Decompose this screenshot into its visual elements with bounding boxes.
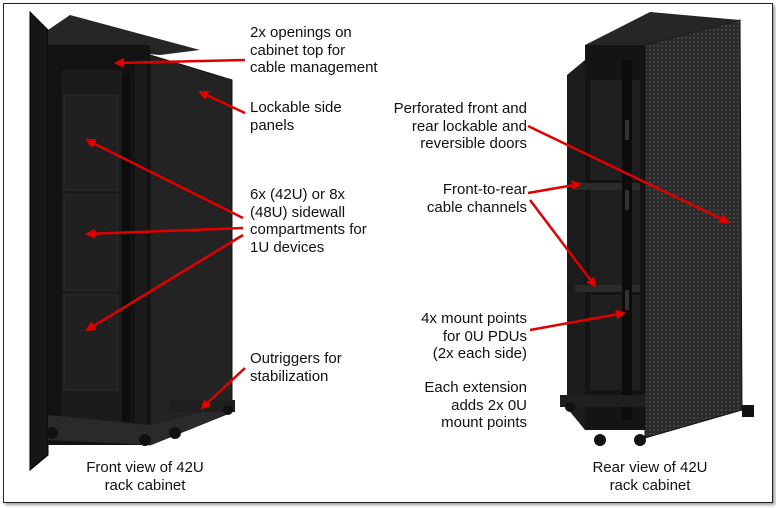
callout-extension: Each extension adds 2x 0U mount points xyxy=(424,379,527,431)
callout-outriggers: Outriggers for stabilization xyxy=(250,350,342,385)
arrow-channel-2 xyxy=(529,199,597,288)
callout-cable-channels: Front-to-rear cable channels xyxy=(426,181,527,216)
arrow-compartment-3 xyxy=(85,233,244,332)
arrow-side-panels xyxy=(198,90,246,115)
arrow-compartment-2 xyxy=(85,226,244,239)
arrow-compartment-1 xyxy=(85,138,244,220)
arrow-doors xyxy=(527,124,730,224)
arrow-outriggers xyxy=(200,367,246,410)
front-cabinet xyxy=(29,10,235,472)
callout-mount-points: 4x mount points for 0U PDUs (2x each sid… xyxy=(421,310,527,362)
arrow-channel-1 xyxy=(527,180,582,195)
rear-cabinet xyxy=(560,12,754,446)
caption-rear-view: Rear view of 42U rack cabinet xyxy=(592,459,708,494)
callout-top-openings: 2x openings on cabinet top for cable man… xyxy=(250,24,378,76)
caption-front-view: Front view of 42U rack cabinet xyxy=(86,459,204,494)
callout-doors: Perforated front and rear lockable and r… xyxy=(393,100,527,152)
arrow-mount-points xyxy=(529,309,626,332)
callout-side-panels: Lockable side panels xyxy=(250,99,342,134)
callout-arrows xyxy=(85,57,730,410)
callout-sidewall-compartments: 6x (42U) or 8x (48U) sidewall compartmen… xyxy=(250,186,367,256)
arrow-top-openings xyxy=(114,57,246,68)
